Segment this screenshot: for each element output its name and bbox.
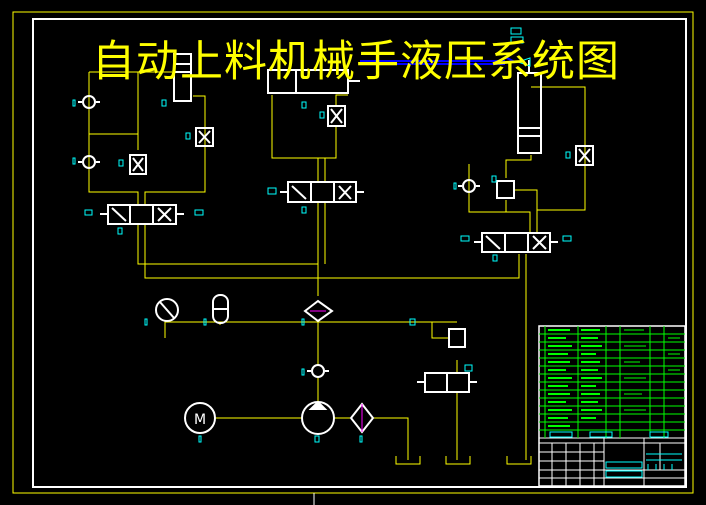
electric-motor <box>184 402 216 434</box>
drawing-frame <box>12 11 694 505</box>
left-hydraulic-cylinder <box>173 53 192 102</box>
component-tags <box>72 99 572 443</box>
accumulator <box>212 294 229 324</box>
unloading-valve <box>417 328 477 393</box>
blue-motion-arrow <box>360 56 516 65</box>
oil-filter <box>303 299 334 323</box>
title-block <box>539 431 685 486</box>
right-cylinder-top-marks <box>510 27 531 67</box>
directional-valve-middle <box>280 181 364 203</box>
directional-valve-left <box>100 204 184 225</box>
right-hydraulic-cylinder <box>517 60 542 154</box>
hydraulic-pump <box>301 400 335 435</box>
motor-label: M <box>194 412 206 428</box>
middle-hydraulic-cylinder <box>267 69 360 94</box>
pressure-gauge <box>155 298 179 322</box>
throttle-valves <box>129 105 594 199</box>
suction-filter <box>349 402 375 434</box>
hydraulic-pipelines <box>88 71 586 465</box>
drawing-title: 自动上料机械手液压系统图 <box>92 37 620 87</box>
check-valves <box>78 95 480 378</box>
directional-valve-right <box>474 232 558 253</box>
parts-list-table <box>538 325 686 487</box>
